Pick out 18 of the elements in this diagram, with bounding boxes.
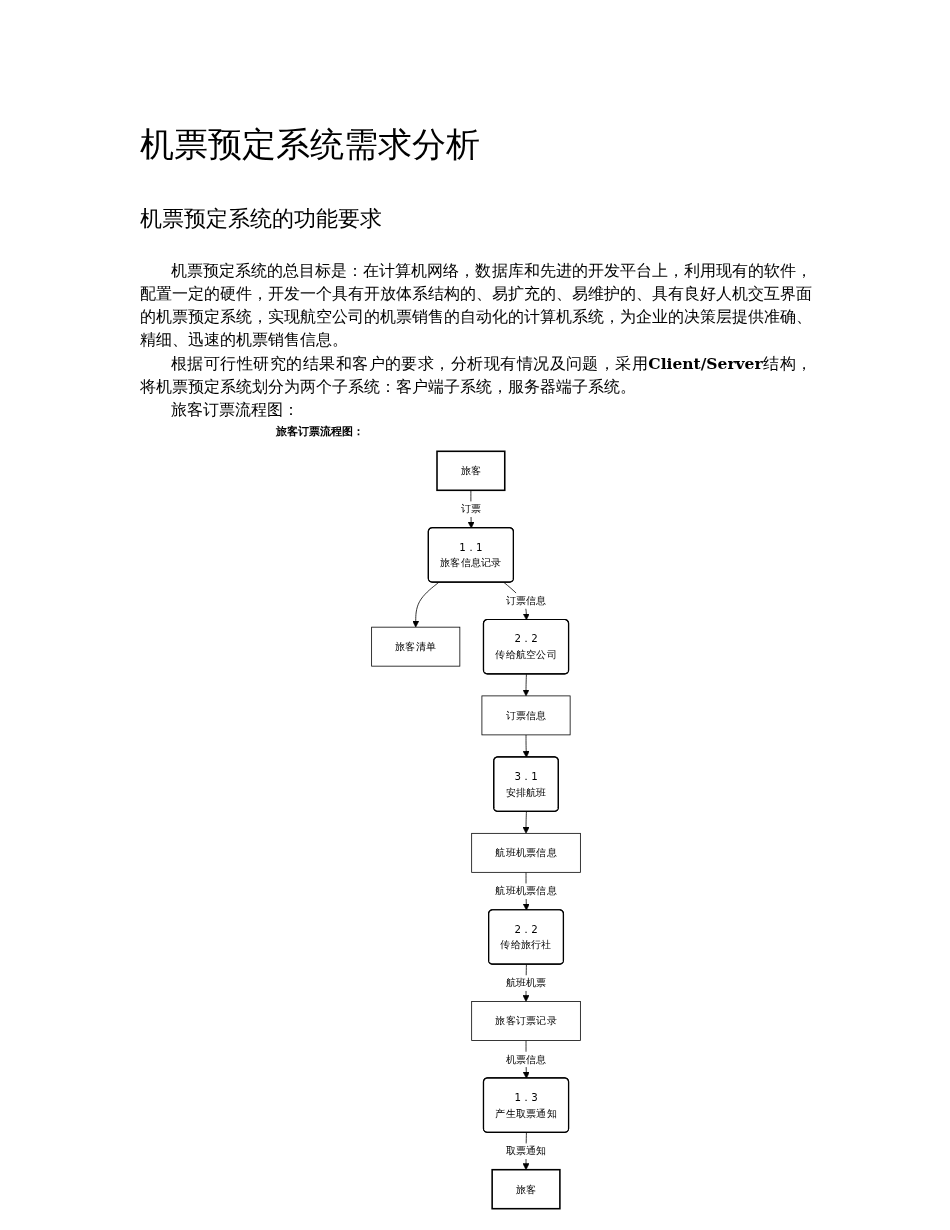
node-box: 旅客订票记录 — [471, 1001, 581, 1041]
section-heading: 机票预定系统的功能要求 — [140, 205, 382, 233]
paragraph: 机票预定系统的总目标是：在计算机网络，数据库和先进的开发平台上，利用现有的软件，配置一定的硬件，开发一个具有开放体系结构的、易扩充的、易维护的、具有良好人机交互界面的机票预定系统，实现航空公司的机票销售的自动化的计算机系统，为企业的决策层提供准确、精细、迅速的机票销售信息。 — [140, 261, 812, 351]
edge-label: 取票通知 — [505, 1144, 547, 1157]
page-title: 机票预定系统需求分析 — [140, 123, 480, 166]
paragraph: 根据可行性研究的结果和客户的要求，分析现有情况及问题，采用Client/Server结构，将机票预定系统划分为两个子系统：客户端子系统，服务器端子系统。 — [140, 353, 812, 398]
node-box: 旅客清单 — [371, 626, 461, 667]
edge-label: 订票 — [460, 502, 482, 515]
edge-label: 订票信息 — [505, 594, 547, 607]
node-box: 旅客 — [491, 1168, 561, 1210]
figure-label: 旅客订票流程图： — [276, 424, 364, 439]
paragraph: 旅客订票流程图： — [170, 400, 300, 421]
edge-label: 航班机票信息 — [495, 884, 557, 897]
node-box: 航班机票信息 — [471, 832, 581, 873]
edge-label: 航班机票 — [505, 976, 547, 989]
node-box: 旅客 — [436, 450, 506, 492]
edge-label: 机票信息 — [505, 1053, 547, 1065]
node-box: 订票信息 — [481, 695, 571, 736]
